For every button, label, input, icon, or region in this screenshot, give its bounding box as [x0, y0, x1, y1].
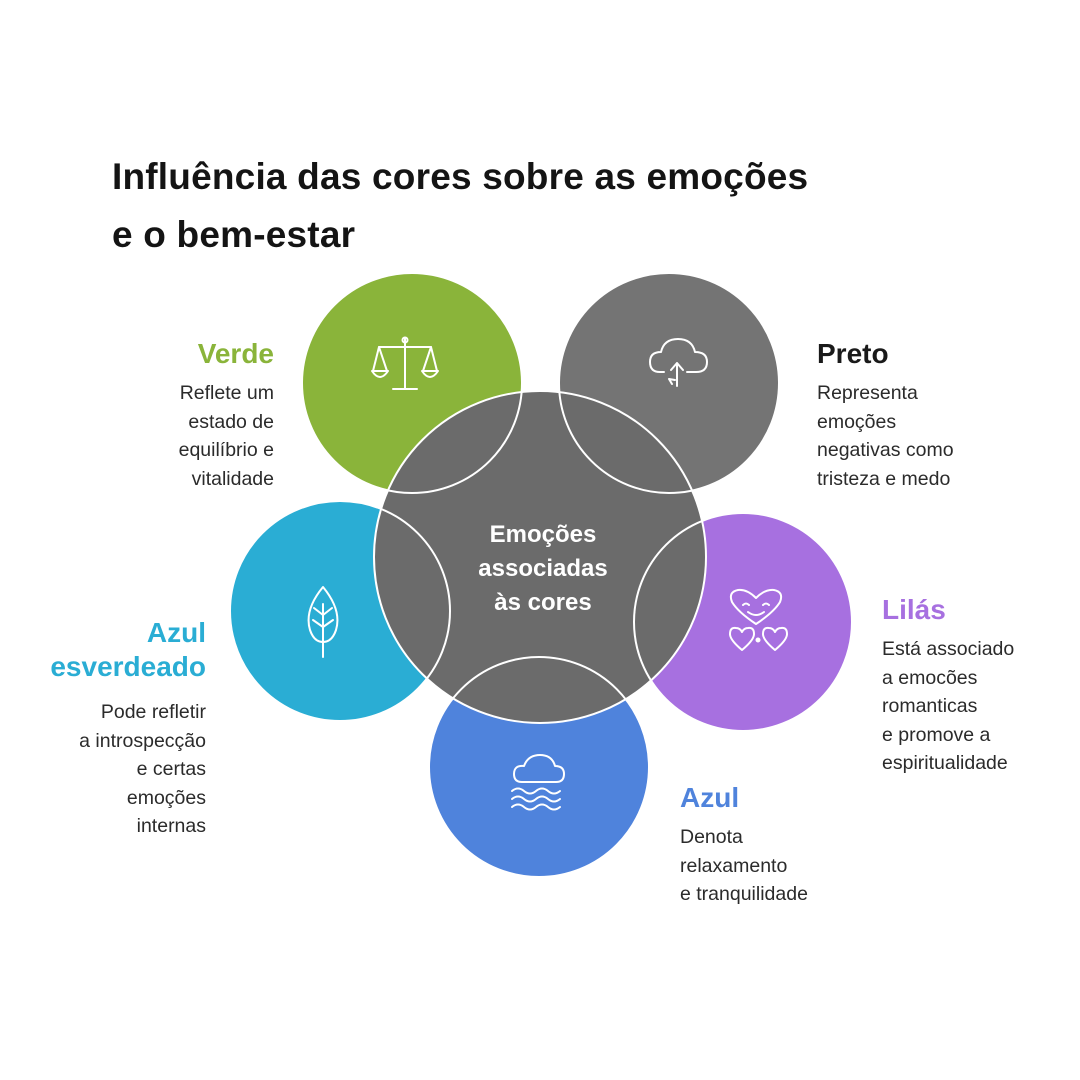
label-lilas-desc: Está associado a emocões romanticas e pr…	[882, 635, 1072, 778]
heart-face-icon	[729, 588, 788, 651]
desc-line: Representa	[817, 382, 918, 404]
title-line: Azul	[146, 617, 206, 648]
center-line-2: associadas	[478, 555, 608, 582]
desc-line: a introspecção	[79, 729, 206, 752]
desc-line: e tranquilidade	[680, 883, 808, 905]
label-azul-esverdeado-title: Azul esverdeado	[20, 616, 206, 684]
label-verde: Verde Reflete um estado de equilíbrio e …	[120, 337, 274, 493]
storm-cloud-icon	[649, 338, 708, 387]
desc-line: negativas como	[817, 439, 954, 461]
desc-line: Reflete um	[179, 382, 274, 404]
desc-line: emoções	[817, 410, 897, 433]
label-verde-title: Verde	[197, 338, 274, 369]
label-preto-desc: Representa emoções negativas como triste…	[817, 379, 1017, 493]
desc-line: internas	[136, 815, 206, 837]
label-azul-title: Azul	[680, 782, 740, 813]
label-azul: Azul Denota relaxamento e tranquilidade	[680, 781, 880, 909]
desc-line: emoções	[126, 786, 206, 809]
center-line-1: Emoções	[489, 521, 597, 548]
label-preto-title: Preto	[817, 338, 889, 369]
desc-line: romanticas	[882, 695, 978, 717]
title-line: esverdeado	[50, 651, 206, 682]
center-label: Emoções associadas às cores	[443, 518, 643, 620]
title-line-2: e o bem-estar	[112, 214, 356, 255]
cloud-waves-icon	[511, 754, 565, 811]
label-lilas-title: Lilás	[882, 594, 946, 625]
label-azul-esverdeado: Azul esverdeado Pode refletir a introspe…	[20, 616, 206, 841]
desc-line: relaxamento	[680, 854, 788, 877]
label-preto: Preto Representa emoções negativas como …	[817, 337, 1017, 493]
label-azul-desc: Denota relaxamento e tranquilidade	[680, 823, 880, 909]
leaf-icon	[307, 586, 339, 658]
desc-line: a emocões	[882, 666, 978, 689]
label-azul-esverdeado-desc: Pode refletir a introspecção e certas em…	[20, 698, 206, 841]
desc-line: e promove a	[882, 723, 991, 746]
desc-line: espiritualidade	[882, 752, 1008, 774]
desc-line: Pode refletir	[100, 701, 206, 723]
label-verde-desc: Reflete um estado de equilíbrio e vitali…	[120, 379, 274, 493]
title-line-1: Influência das cores sobre as emoções	[112, 156, 809, 197]
center-line-3: às cores	[494, 589, 592, 616]
desc-line: Está associado	[882, 638, 1015, 660]
label-lilas: Lilás Está associado a emocões romantica…	[882, 593, 1072, 778]
center-circle	[374, 391, 706, 723]
desc-line: e certas	[136, 758, 206, 780]
scale-icon	[371, 336, 439, 390]
desc-line: estado de	[188, 410, 274, 433]
desc-line: tristeza e medo	[817, 467, 951, 490]
page-title: Influência das cores sobre as emoções e …	[112, 148, 808, 264]
desc-line: Denota	[680, 826, 743, 848]
desc-line: vitalidade	[191, 467, 274, 490]
desc-line: equilíbrio e	[178, 439, 274, 461]
